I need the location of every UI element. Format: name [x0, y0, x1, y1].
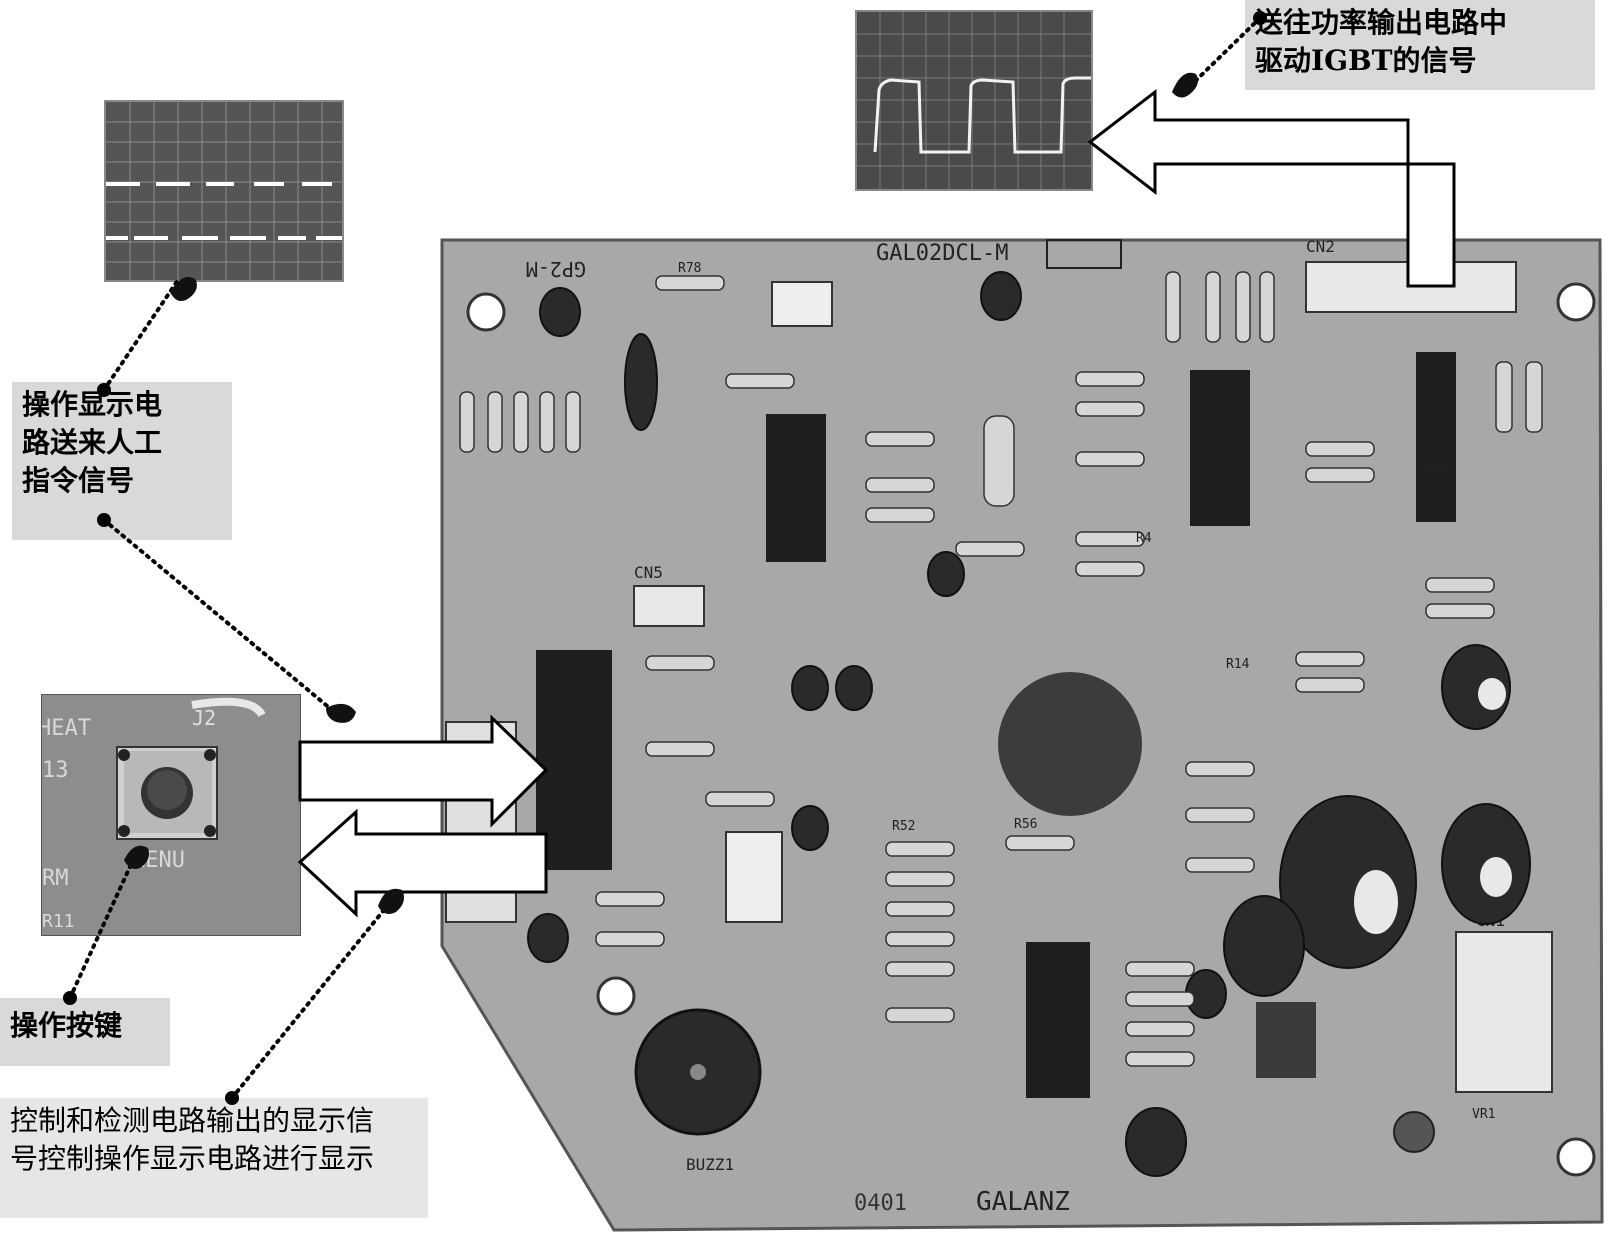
oscilloscope-top-waveform [855, 10, 1093, 191]
waveform-command-pulse [106, 102, 342, 280]
variable-resistor [1393, 1111, 1435, 1153]
hand-pointer-icon [1172, 72, 1198, 98]
key-label-heat: HEAT [42, 716, 91, 741]
callout-igbt-signal: 送往功率输出电路中 驱动IGBT的信号 [1245, 0, 1595, 90]
label-r78: R78 [678, 261, 701, 276]
ic-u4 [1416, 352, 1456, 522]
label-buzz1: BUZZ1 [686, 1155, 734, 1174]
key-label-rm: RM [42, 866, 69, 891]
board-bottom-code: 0401 [854, 1191, 907, 1216]
ic-u1 [766, 414, 826, 562]
hand-pointer-icon [378, 888, 404, 914]
key-label-j2: J2 [192, 706, 216, 730]
label-cn2: CN2 [1306, 237, 1335, 256]
ic-u3 [1026, 942, 1090, 1098]
ic-u2 [1190, 370, 1250, 526]
label-r14: R14 [1226, 657, 1250, 672]
operation-key-photo: HEAT J2 13 RM R11 MENU [41, 694, 301, 936]
connector-small [725, 831, 783, 923]
board-top-left-code: GP2-M [526, 257, 586, 281]
control-board-pcb: GAL02DCL-M GP2-M GALANZ 0401 CN2 CN1 CN5… [436, 232, 1614, 1232]
ic-main-mcu [536, 650, 612, 870]
callout-operation-key: 操作按键 [0, 998, 170, 1066]
label-cn5: CN5 [634, 563, 663, 582]
label-r56: R56 [1014, 817, 1037, 832]
callout-display-control-signal: 控制和检测电路输出的显示信 号控制操作显示电路进行显示 [0, 1098, 428, 1218]
connector-cn1 [1455, 931, 1553, 1093]
oscilloscope-left-waveform [104, 100, 344, 282]
buzzer-hole [998, 672, 1142, 816]
key-label-13: 13 [42, 758, 69, 783]
waveform-igbt-square [857, 12, 1091, 189]
board-brand: GALANZ [976, 1187, 1070, 1217]
callout-manual-command-signal: 操作显示电 路送来人工 指令信号 [12, 382, 232, 540]
label-r10: C10 [1426, 461, 1449, 476]
connector-cn2 [1305, 261, 1517, 313]
connector-cn5 [633, 585, 705, 627]
power-transistor [1256, 1002, 1316, 1078]
connector-motor [771, 281, 833, 327]
label-vr1: VR1 [1472, 1107, 1495, 1122]
label-r41: R4 [1136, 531, 1152, 546]
capacitor-4 [1223, 895, 1305, 997]
label-r52: R52 [892, 819, 915, 834]
key-label-menu: MENU [132, 848, 185, 873]
connector-left [445, 721, 517, 923]
hand-pointer-icon [326, 703, 356, 723]
key-label-r11: R11 [42, 911, 75, 932]
board-model-code: GAL02DCL-M [876, 241, 1008, 266]
